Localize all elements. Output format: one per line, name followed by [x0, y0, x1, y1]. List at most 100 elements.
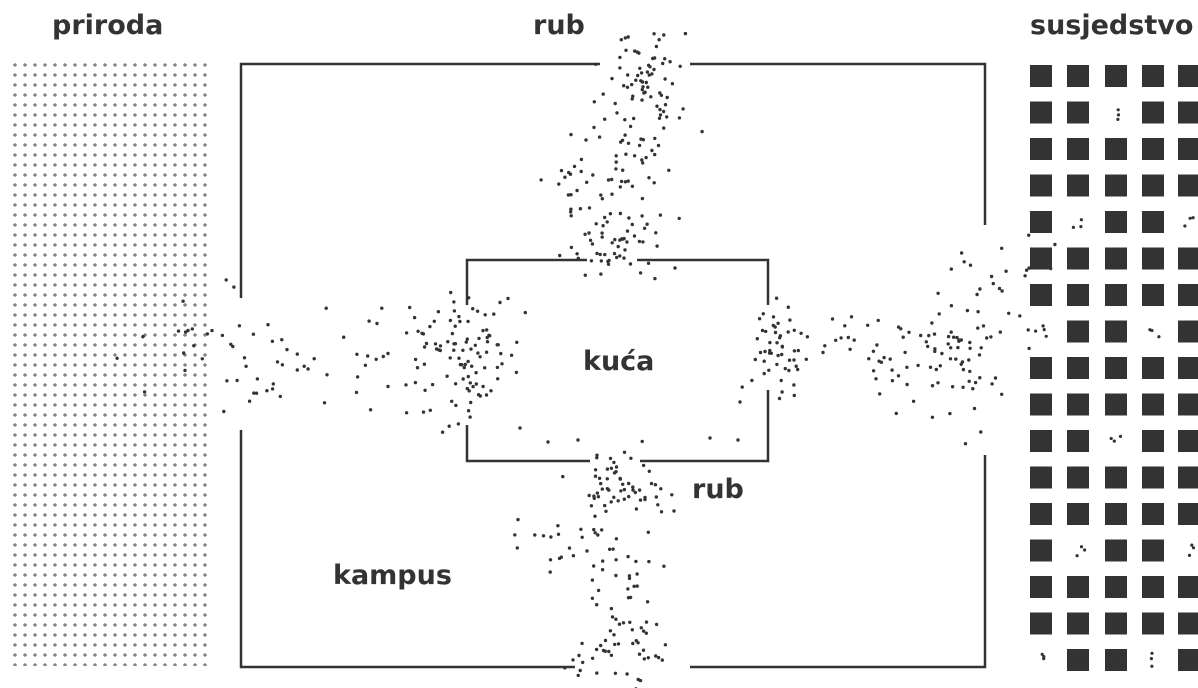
neighborhood-block	[1178, 247, 1198, 270]
flow-dot-right	[1000, 392, 1004, 396]
flow-dot-top	[563, 175, 567, 179]
flow-dot-top	[632, 116, 636, 121]
flow-dot-top	[589, 259, 594, 263]
flow-dot-right	[890, 379, 895, 383]
flow-dot-left	[466, 374, 470, 379]
flow-dot-left	[469, 400, 473, 405]
flow-dot-top	[599, 259, 603, 263]
flow-dot-right	[787, 368, 791, 373]
label-neighborhood: susjedstvo	[1030, 10, 1194, 41]
flow-dot-right	[843, 324, 847, 328]
flow-dot-top	[614, 167, 618, 171]
flow-dot-bottom	[592, 496, 596, 500]
neighborhood-dot	[1109, 436, 1113, 441]
flow-dot-left	[496, 343, 500, 347]
flow-dot-bottom	[581, 660, 585, 665]
flow-dot-right	[985, 336, 989, 340]
flow-dot-bottom	[592, 527, 596, 532]
flow-dot-bottom	[645, 600, 650, 604]
flow-dot-bottom	[654, 495, 658, 499]
flow-dot-bottom	[516, 517, 520, 522]
flow-dot-left	[446, 340, 450, 344]
flow-dot-top	[647, 176, 651, 180]
flow-dot-right	[972, 406, 977, 411]
label-campus: kampus	[333, 560, 452, 591]
flow-dot-right	[924, 340, 928, 344]
flow-dot-right	[955, 335, 959, 340]
neighborhood-dot	[1079, 545, 1084, 549]
flow-dot-left	[449, 290, 453, 295]
flow-dot-bottom	[590, 596, 595, 600]
flow-dot-left	[428, 324, 432, 329]
flow-dot-right	[990, 382, 994, 386]
flow-dot-left	[452, 348, 456, 352]
flow-dot-top	[601, 92, 605, 96]
flow-dot-left	[447, 424, 451, 428]
flow-dot-left	[440, 430, 445, 434]
flow-dot-left	[375, 321, 379, 326]
flow-dot-right	[773, 330, 778, 335]
flow-dot-bottom	[616, 642, 621, 646]
flow-dot-right	[788, 318, 792, 322]
flow-dot-top	[603, 215, 607, 220]
flow-dot-bottom	[578, 668, 582, 673]
neighborhood-block	[1178, 503, 1198, 525]
flow-dot-bottom	[600, 528, 604, 532]
flow-dot-bottom	[649, 481, 654, 486]
flow-dot-left	[436, 310, 441, 314]
flow-dot-right	[879, 360, 884, 364]
neighborhood-block	[1030, 247, 1052, 270]
flow-dot-right	[978, 287, 982, 291]
neighborhood-block	[1178, 320, 1198, 343]
flow-dot-top	[575, 188, 579, 193]
flow-dot-top	[661, 109, 666, 114]
neighborhood-block	[1142, 101, 1164, 124]
flow-dot-top	[641, 138, 645, 142]
neighborhood-block	[1067, 320, 1089, 343]
flow-dot-right	[926, 344, 930, 349]
flow-dot-top	[652, 67, 656, 72]
neighborhood-block	[1067, 576, 1089, 598]
flow-dot-left	[181, 299, 185, 303]
flow-dot-bottom	[603, 638, 608, 643]
flow-dot-bottom	[610, 615, 615, 619]
flow-dot-left	[280, 363, 285, 367]
flow-dot-left	[498, 300, 502, 305]
flow-dot-right	[764, 329, 768, 334]
flow-dot-top	[607, 258, 611, 263]
flow-dot-left	[412, 315, 417, 320]
flow-dot-top	[587, 231, 591, 235]
flow-dot-top	[628, 124, 633, 129]
flow-dot-right	[792, 383, 796, 387]
neighborhood-block	[1067, 466, 1089, 489]
flow-dot-top	[662, 126, 666, 130]
flow-dot-bottom	[629, 456, 633, 460]
neighborhood-dot	[1150, 328, 1154, 333]
flow-dot-left	[141, 335, 145, 339]
flow-dot-top	[644, 155, 648, 160]
flow-dot-top	[663, 103, 668, 107]
flow-dot-left	[115, 356, 119, 360]
flow-dot-top	[618, 66, 622, 70]
flow-dot-top	[605, 220, 609, 224]
flow-dot-left	[500, 362, 504, 366]
neighborhood-block	[1030, 211, 1052, 233]
flow-dot-top	[641, 85, 645, 89]
flow-dot-bottom	[616, 499, 620, 503]
flow-dot-bottom	[533, 533, 537, 537]
flow-dot-top	[646, 261, 651, 265]
flow-dot-left	[325, 373, 329, 377]
flow-dot-right	[771, 315, 776, 319]
flow-dot-bottom	[641, 629, 646, 633]
flow-dot-bottom	[656, 655, 661, 660]
flow-dot-right	[878, 392, 882, 396]
flow-dot-left	[466, 359, 470, 364]
neighborhood-dot	[1188, 216, 1192, 220]
flow-dot-left	[523, 310, 527, 315]
flow-dot-left	[416, 329, 420, 333]
flow-dot-left	[466, 409, 471, 413]
flow-dot-top	[618, 185, 622, 189]
flow-dot-bottom	[556, 524, 560, 528]
flow-dot-right	[768, 348, 772, 353]
flow-dot-right	[930, 321, 934, 325]
